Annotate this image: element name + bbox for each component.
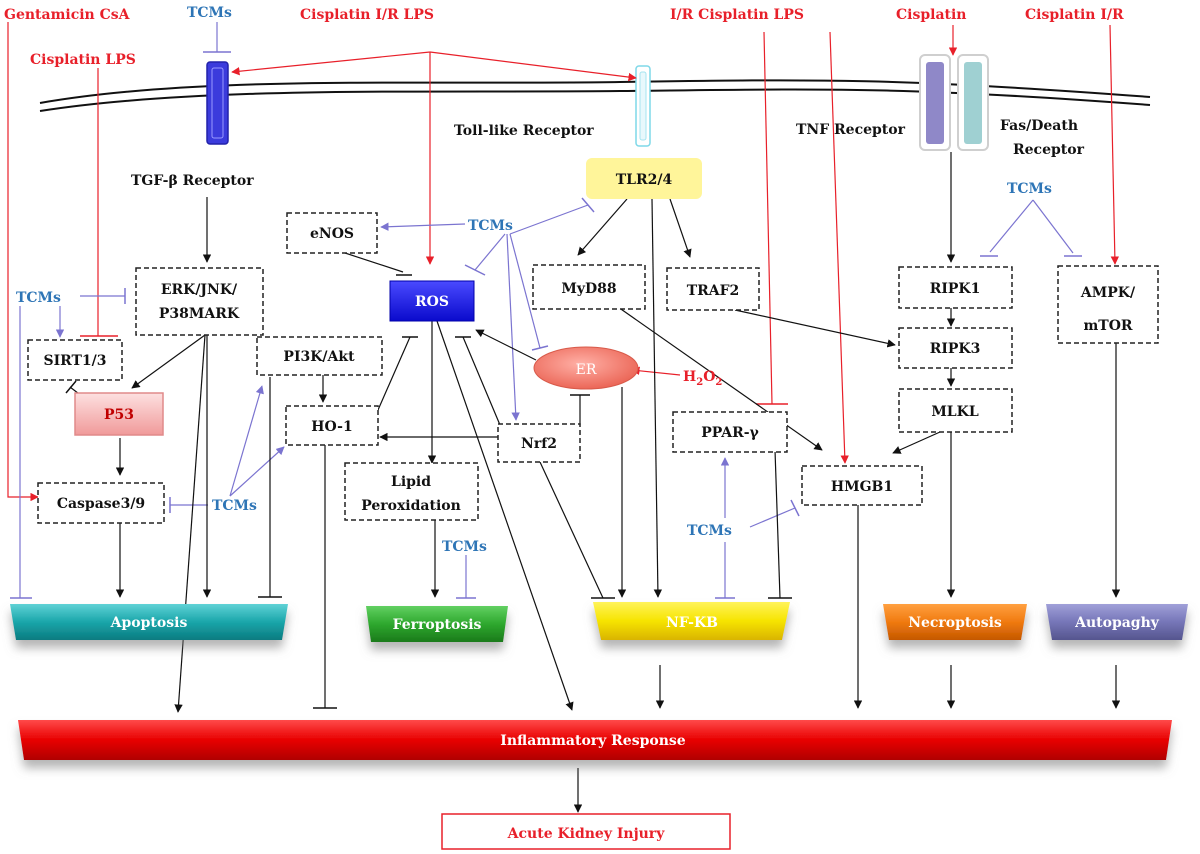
enos-box <box>286 212 378 254</box>
enos-label: eNOS <box>310 226 354 242</box>
stimulus-gentamicin-csa: Gentamicin CsA <box>4 7 131 23</box>
pi3k-akt-label: PI3K/Akt <box>283 349 355 365</box>
ripk1-label: RIPK1 <box>930 281 981 297</box>
h2o2-label: H2O2 <box>683 369 722 388</box>
sirt-label: SIRT1/3 <box>43 353 106 369</box>
toll-like-receptor-label: Toll-like Receptor <box>454 123 594 139</box>
traf2-label: TRAF2 <box>687 283 740 299</box>
ripk1-box <box>898 266 1013 309</box>
fas-death-receptor-label-1: Fas/Death <box>1000 118 1078 134</box>
tlr24-node <box>586 158 702 199</box>
tcms-label-caspase: TCMs <box>212 498 257 514</box>
nfkb-bar: NF-KB <box>593 602 790 640</box>
tgf-beta-receptor-icon <box>206 61 229 145</box>
myd88-label: MyD88 <box>561 281 616 297</box>
apoptosis-bar: Apoptosis <box>10 604 288 640</box>
erk-jnk-label: ERK/JNK/ <box>161 282 238 298</box>
ppar-gamma-label: PPAR-γ <box>701 425 759 441</box>
ferroptosis-label: Ferroptosis <box>393 617 482 633</box>
fas-death-receptor-label-2: Receptor <box>1013 142 1085 158</box>
nrf2-box <box>497 423 581 463</box>
tnf-receptor-fill-icon <box>926 62 944 144</box>
stimulus-cisplatin-lps-left: Cisplatin LPS <box>30 52 136 68</box>
stimulus-ir-cisplatin-lps: I/R Cisplatin LPS <box>670 7 804 23</box>
erk-jnk-p38-box <box>135 267 264 336</box>
tcms-label-ros: TCMs <box>468 218 513 234</box>
stimulus-connectors <box>7 22 1120 502</box>
tcm-connectors <box>10 22 1082 599</box>
tcms-label-lipid: TCMs <box>442 539 487 555</box>
fas-death-receptor-fill-icon <box>964 62 982 144</box>
ros-node <box>389 280 475 322</box>
inflammatory-response-label: Inflammatory Response <box>500 733 685 749</box>
tcms-label-top: TCMs <box>187 5 232 21</box>
mtor-label: mTOR <box>1083 318 1132 334</box>
mlkl-box <box>898 388 1013 433</box>
pathway-connectors <box>65 152 1121 813</box>
lipid-label: Lipid <box>391 474 431 490</box>
er-label: ER <box>576 362 597 378</box>
myd88-box <box>532 264 646 310</box>
p53-label: P53 <box>104 407 134 423</box>
p53-node <box>74 392 164 436</box>
autophagy-bar: Autopaghy <box>1046 604 1188 640</box>
apoptosis-label: Apoptosis <box>110 615 188 631</box>
caspase-label: Caspase3/9 <box>57 496 145 512</box>
caspase-box <box>37 482 165 524</box>
toll-like-receptor-inner-icon <box>639 71 647 141</box>
tlr24-label: TLR2/4 <box>616 172 673 188</box>
acute-kidney-injury-box: Acute Kidney Injury <box>441 813 731 850</box>
autophagy-label: Autopaghy <box>1074 615 1160 631</box>
acute-kidney-injury-label: Acute Kidney Injury <box>507 826 666 842</box>
tcms-label-left: TCMs <box>16 290 61 306</box>
mlkl-label: MLKL <box>931 404 979 420</box>
hmgb1-label: HMGB1 <box>831 479 893 495</box>
ripk3-box <box>898 327 1013 369</box>
ho1-label: HO-1 <box>311 419 353 435</box>
hmgb1-box <box>801 465 923 506</box>
tcms-label-ppar: TCMs <box>687 523 732 539</box>
nrf2-label: Nrf2 <box>521 436 557 452</box>
ppar-gamma-box <box>672 411 788 453</box>
inflammatory-response-bar: Inflammatory Response <box>18 720 1172 760</box>
stimulus-cisplatin: Cisplatin <box>896 7 967 23</box>
pi3k-akt-box <box>256 336 383 376</box>
traf2-box <box>666 267 760 311</box>
ampk-label: AMPK/ <box>1080 285 1136 301</box>
ho1-box <box>285 405 379 446</box>
necroptosis-label: Necroptosis <box>908 615 1002 631</box>
er-node <box>533 346 639 390</box>
sirt-box <box>27 339 123 381</box>
ros-label: ROS <box>415 294 449 310</box>
ampk-mtor-box <box>1057 265 1159 344</box>
peroxidation-label: Peroxidation <box>361 498 461 514</box>
ferroptosis-bar: Ferroptosis <box>366 606 508 642</box>
ripk3-label: RIPK3 <box>930 341 981 357</box>
nfkb-label: NF-KB <box>666 615 718 631</box>
tnf-receptor-label: TNF Receptor <box>796 122 906 138</box>
tgf-beta-receptor-inner-icon <box>211 67 224 139</box>
p38mark-label: P38MARK <box>159 306 240 322</box>
tgf-beta-receptor-label: TGF-β Receptor <box>131 173 254 189</box>
tcms-label-necroptosis: TCMs <box>1007 181 1052 197</box>
stimulus-cisplatin-ir: Cisplatin I/R <box>1025 7 1124 23</box>
stimulus-cisplatin-ir-lps: Cisplatin I/R LPS <box>300 7 434 23</box>
lipid-peroxidation-box <box>344 462 479 521</box>
necroptosis-bar: Necroptosis <box>883 604 1027 640</box>
